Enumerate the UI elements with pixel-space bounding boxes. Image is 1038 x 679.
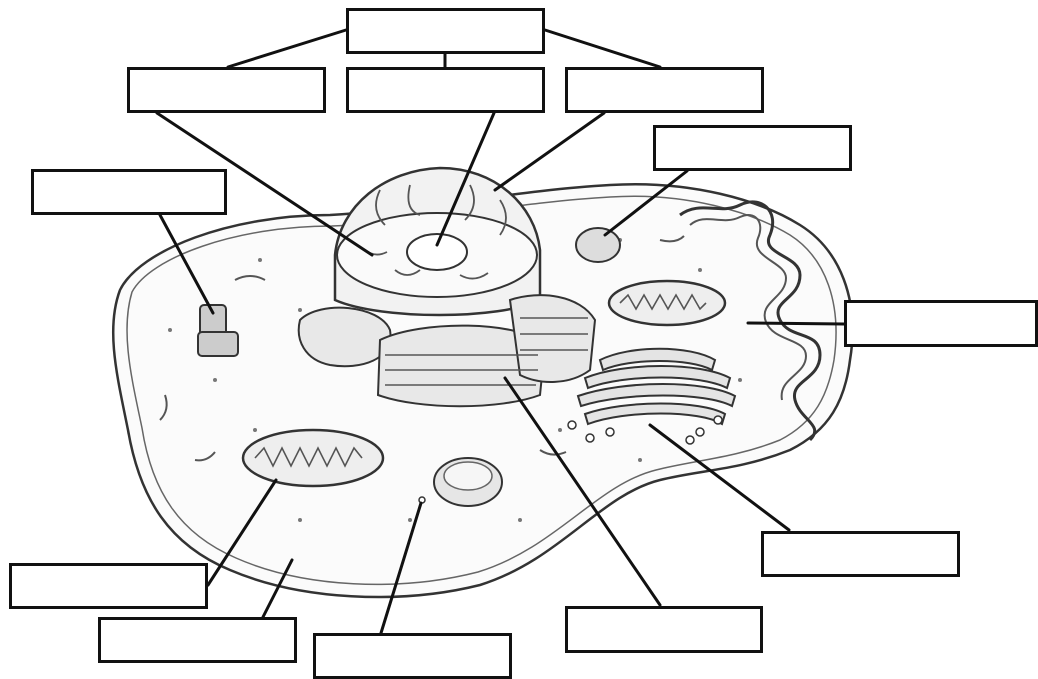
leader-right — [748, 323, 844, 324]
mitochondrion-lower — [243, 430, 383, 486]
leader-top-right — [495, 113, 604, 190]
label-box-bottom-left-2[interactable] — [98, 617, 297, 663]
leader-top-center-right — [545, 30, 660, 67]
label-box-right[interactable] — [844, 300, 1038, 347]
label-box-bottom-left-1[interactable] — [9, 563, 208, 609]
mitochondrion-upper — [609, 281, 725, 325]
label-box-bottom-center[interactable] — [313, 633, 512, 679]
label-box-top-left[interactable] — [127, 67, 326, 113]
label-box-top-center[interactable] — [346, 8, 545, 54]
label-box-lower-right[interactable] — [761, 531, 960, 577]
vacuole-lower — [434, 458, 502, 506]
label-box-upper-right[interactable] — [653, 125, 852, 171]
label-box-top-mid[interactable] — [346, 67, 545, 113]
label-box-top-right[interactable] — [565, 67, 764, 113]
lysosome-upper — [576, 228, 620, 262]
nucleolus — [407, 234, 467, 270]
label-box-left[interactable] — [31, 169, 227, 215]
label-box-bottom-mid[interactable] — [565, 606, 763, 653]
leader-top-center-left — [228, 30, 346, 67]
